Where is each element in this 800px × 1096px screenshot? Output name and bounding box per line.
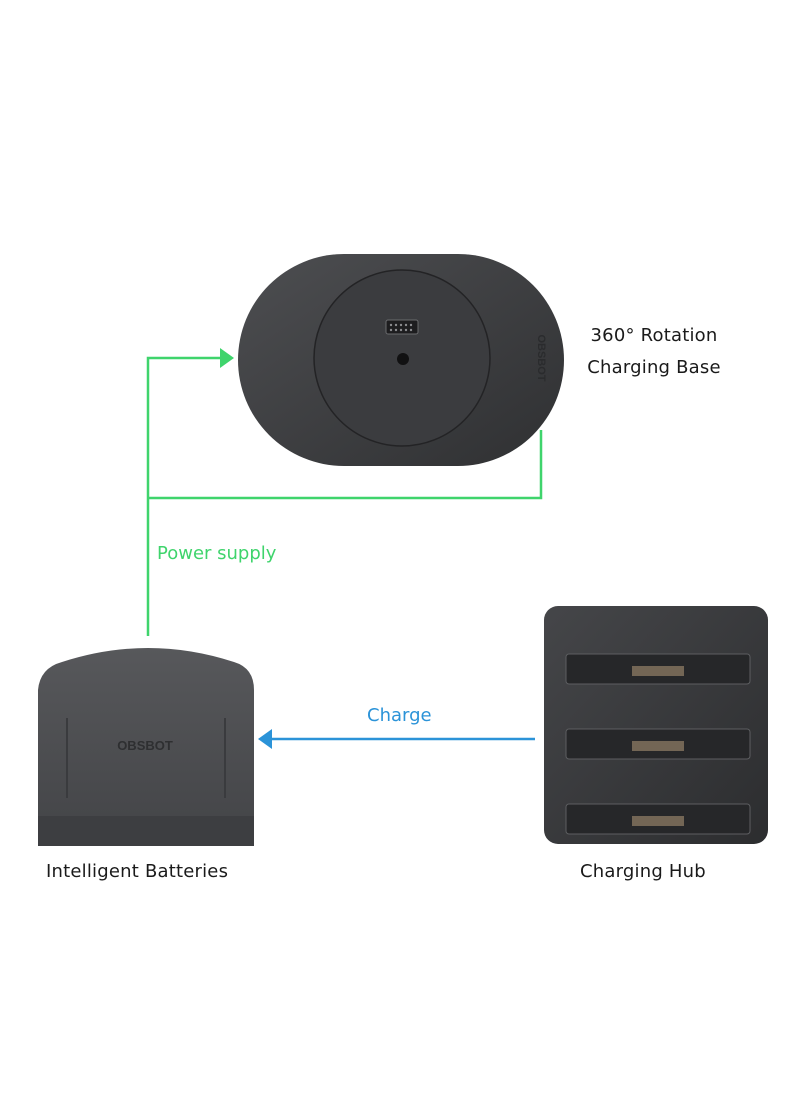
hub-slot-2 — [565, 728, 751, 760]
charge-label: Charge — [367, 705, 432, 726]
battery-logo: OBSBOT — [117, 738, 173, 753]
power-supply-label: Power supply — [157, 543, 277, 564]
mount-hole — [397, 353, 409, 365]
power-return-line — [148, 430, 543, 500]
pogo-pin-connector — [385, 319, 419, 335]
hub-slot-1 — [565, 653, 751, 685]
power-supply-connector — [146, 348, 543, 636]
charge-arrowhead — [258, 729, 272, 749]
battery-device: OBSBOT — [38, 648, 254, 846]
charge-connector — [258, 729, 535, 749]
power-line — [146, 356, 220, 636]
charging-base-device: OBSBOT — [238, 254, 564, 466]
charging-base-label-line2: Charging Base — [587, 357, 721, 378]
charging-hub-device — [544, 606, 768, 844]
charging-base-label-line1: 360° Rotation — [590, 325, 718, 346]
battery-label: Intelligent Batteries — [46, 861, 229, 882]
charging-base-label: 360° Rotation Charging Base — [578, 320, 730, 384]
base-engraving: OBSBOT — [535, 334, 547, 381]
hub-label: Charging Hub — [580, 861, 706, 882]
hub-slot-3 — [565, 803, 751, 835]
power-arrowhead — [220, 348, 234, 368]
